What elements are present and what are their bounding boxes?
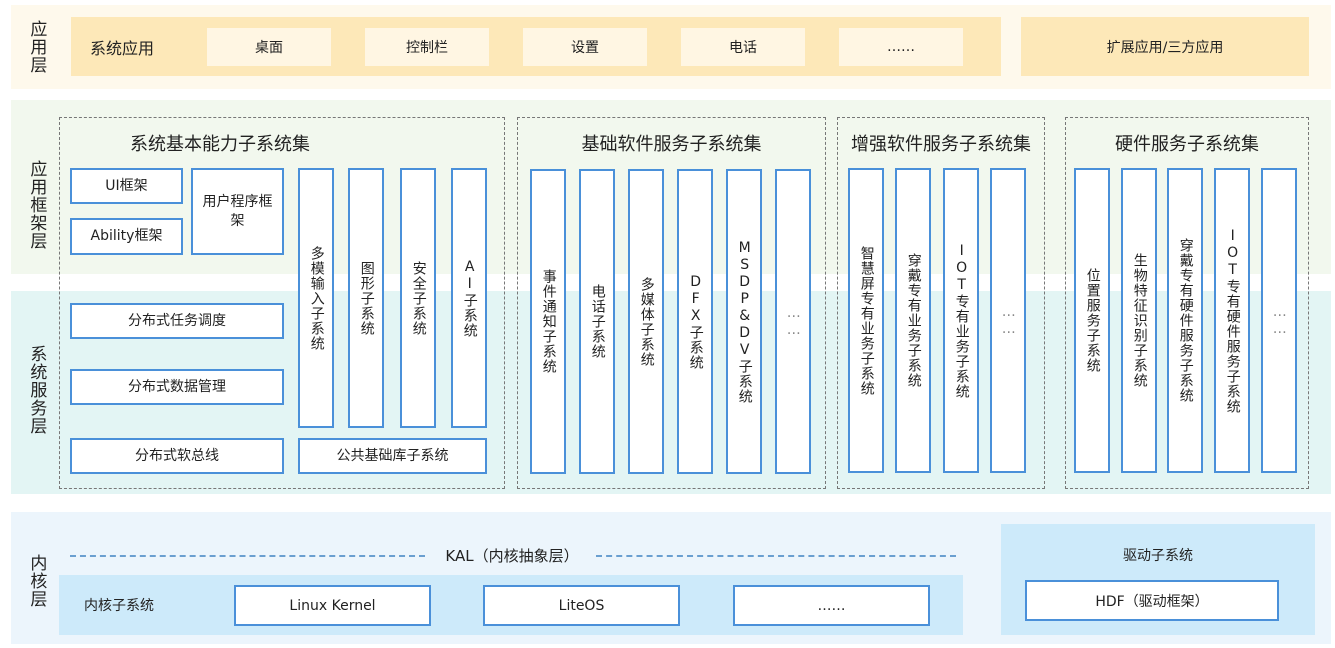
enhanced-software-title: 增强软件服务子系统集	[851, 134, 1031, 155]
hardware-service-group	[1065, 117, 1309, 489]
app-item-more: ……	[839, 28, 963, 66]
user-program-framework-label: 用户程序框架	[202, 193, 273, 229]
multimodal-input-label: 多模输入子系统	[308, 245, 325, 351]
hardware-service-title: 硬件服务子系统集	[1115, 134, 1259, 155]
basic-capability-title: 系统基本能力子系统集	[130, 134, 310, 155]
smart-screen-box: 智慧屏专有业务子系统	[848, 168, 884, 473]
distributed-task-box: 分布式任务调度	[70, 303, 284, 339]
app-item-phone: 电话	[681, 28, 805, 66]
app-item-desktop: 桌面	[207, 28, 331, 66]
distributed-bus-box: 分布式软总线	[70, 438, 284, 474]
location-box: 位置服务子系统	[1074, 168, 1110, 473]
kernel-more-box: ……	[733, 585, 930, 626]
msdp-dv-label: MSDP&DV子系统	[736, 239, 753, 404]
common-base-box: 公共基础库子系统	[298, 438, 487, 474]
hardware-more-box: ……	[1261, 168, 1297, 473]
kal-dash-right	[596, 555, 956, 557]
linux-kernel-box: Linux Kernel	[234, 585, 431, 626]
multimedia-label: 多媒体子系统	[638, 276, 655, 367]
wearable-hardware-label: 穿戴专有硬件服务子系统	[1177, 238, 1194, 403]
msdp-dv-box: MSDP&DV子系统	[726, 169, 762, 474]
basic-software-more-label: ……	[785, 304, 802, 339]
iot-hardware-label: IOT专有硬件服务子系统	[1224, 227, 1241, 414]
basic-software-title: 基础软件服务子系统集	[581, 134, 762, 155]
telephony-label: 电话子系统	[589, 284, 606, 359]
multimodal-input-box: 多模输入子系统	[298, 168, 334, 428]
basic-software-group	[517, 117, 826, 489]
location-label: 位置服务子系统	[1084, 268, 1101, 373]
biometric-label: 生物特征识别子系统	[1131, 253, 1148, 388]
enhanced-software-group	[837, 117, 1045, 489]
liteos-box: LiteOS	[483, 585, 680, 626]
basic-software-more-box: ……	[775, 169, 811, 474]
basic-capability-group	[59, 117, 505, 489]
multimedia-box: 多媒体子系统	[628, 169, 664, 474]
ability-framework-box: Ability框架	[70, 218, 183, 255]
hardware-more-label: ……	[1271, 303, 1288, 338]
wearable-business-box: 穿戴专有业务子系统	[895, 168, 931, 473]
hdf-box: HDF（驱动框架）	[1025, 580, 1279, 621]
wearable-hardware-box: 穿戴专有硬件服务子系统	[1167, 168, 1203, 473]
kal-label: KAL（内核抽象层）	[445, 546, 579, 565]
telephony-box: 电话子系统	[579, 169, 615, 474]
app-item-control-bar: 控制栏	[365, 28, 489, 66]
extension-apps-label: 扩展应用/三方应用	[1106, 39, 1224, 56]
event-notify-box: 事件通知子系统	[530, 169, 566, 474]
ai-label: AI子系统	[461, 258, 478, 338]
security-box: 安全子系统	[400, 168, 436, 428]
event-notify-label: 事件通知子系统	[540, 269, 557, 374]
distributed-data-box: 分布式数据管理	[70, 369, 284, 405]
app-item-settings: 设置	[523, 28, 647, 66]
wearable-business-label: 穿戴专有业务子系统	[905, 253, 922, 388]
dfx-box: DFX子系统	[677, 169, 713, 474]
iot-hardware-box: IOT专有硬件服务子系统	[1214, 168, 1250, 473]
enhanced-more-label: ……	[1000, 303, 1017, 338]
extension-apps-box: 扩展应用/三方应用	[1021, 17, 1309, 76]
driver-subsystem-label: 驱动子系统	[1123, 548, 1193, 564]
service-layer-label: 系统服务层	[26, 345, 47, 435]
graphics-label: 图形子系统	[358, 260, 375, 336]
iot-business-label: IOT专有业务子系统	[953, 242, 970, 399]
biometric-box: 生物特征识别子系统	[1121, 168, 1157, 473]
kernel-layer-label: 内核层	[26, 554, 47, 608]
dfx-label: DFX子系统	[687, 273, 704, 370]
iot-business-box: IOT专有业务子系统	[943, 168, 979, 473]
kernel-subsystem-label: 内核子系统	[84, 598, 154, 614]
system-apps-label: 系统应用	[90, 39, 155, 58]
ui-framework-box: UI框架	[70, 168, 183, 204]
user-program-framework-box: 用户程序框架	[191, 168, 284, 255]
graphics-box: 图形子系统	[348, 168, 384, 428]
enhanced-more-box: ……	[990, 168, 1026, 473]
security-label: 安全子系统	[410, 260, 427, 336]
smart-screen-label: 智慧屏专有业务子系统	[858, 245, 875, 396]
kal-dash-left	[70, 555, 425, 557]
framework-layer-label: 应用框架层	[26, 160, 47, 250]
app-layer-label: 应用层	[26, 20, 47, 74]
ai-box: AI子系统	[451, 168, 487, 428]
